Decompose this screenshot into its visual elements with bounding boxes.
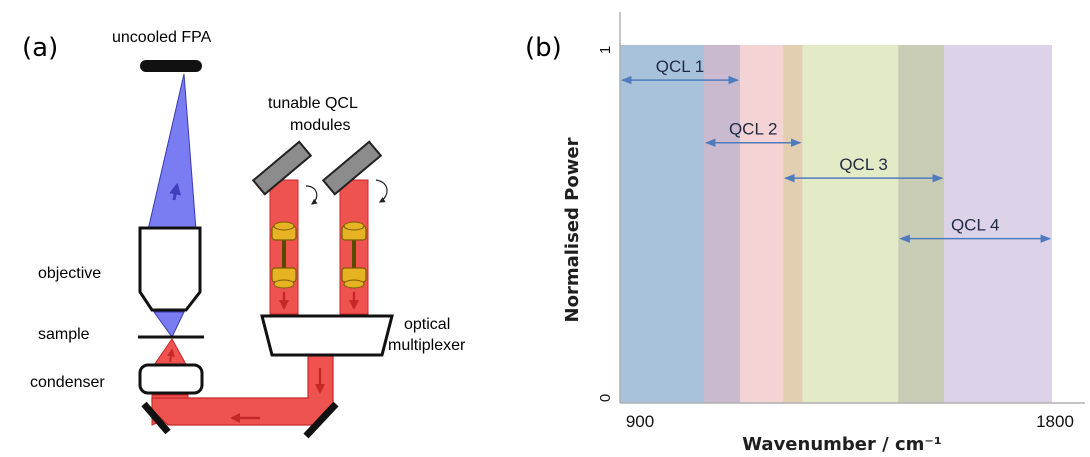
visible-beam-arrow xyxy=(169,182,182,201)
ir-beam-focus-arrow xyxy=(167,348,175,363)
x-tick-900: 900 xyxy=(626,412,654,431)
qcl-grating-left xyxy=(251,140,313,196)
qcl-range-label-1: QCL 1 xyxy=(656,57,705,76)
qcl-lens-pair-left xyxy=(271,221,297,289)
qcl-range-label-3: QCL 3 xyxy=(839,155,888,174)
rotate-icon-right xyxy=(375,179,388,203)
visible-beam-upper xyxy=(147,73,197,231)
qcl-overlap-2 xyxy=(783,45,803,403)
panel-a-label: (a) xyxy=(22,33,58,63)
multiplexer-label-line1: optical xyxy=(404,316,450,333)
condenser-label: condenser xyxy=(30,374,105,391)
visible-beam-lower xyxy=(153,311,185,338)
x-axis-title: Wavenumber / cm⁻¹ xyxy=(742,434,942,455)
qcl-modules-label-line1: tunable QCL xyxy=(268,95,358,112)
panel-b: (b) QCL 1 QCL 2 QCL 3 QCL 4 1 0 900 1800 Wa… xyxy=(525,12,1085,455)
x-tick-1800: 1800 xyxy=(1036,412,1074,431)
optical-multiplexer xyxy=(260,314,394,357)
panel-a: (a) uncooled FPA objective sample conden… xyxy=(22,29,466,439)
y-axis-title: Normalised Power xyxy=(562,137,583,322)
fpa-label: uncooled FPA xyxy=(112,29,212,46)
objective-lens xyxy=(138,226,202,312)
qcl-grating-right xyxy=(321,140,383,196)
fold-mirror-right xyxy=(303,401,339,439)
qcl-range-label-4: QCL 4 xyxy=(951,216,1000,235)
y-tick-0: 0 xyxy=(597,394,614,402)
objective-label: objective xyxy=(38,265,101,282)
multiplexer-label-line2: multiplexer xyxy=(388,337,466,354)
qcl-range-label-2: QCL 2 xyxy=(729,120,778,139)
fpa-detector xyxy=(140,60,202,72)
qcl-modules-label-line2: modules xyxy=(290,117,350,134)
qcl-overlap-3 xyxy=(898,45,944,403)
qcl-lens-pair-right xyxy=(341,221,367,289)
sample-label: sample xyxy=(38,326,90,343)
panel-b-label: (b) xyxy=(525,33,562,63)
qcl-overlap-1 xyxy=(704,45,740,403)
condenser-lens xyxy=(138,363,204,395)
spectral-coverage-chart: QCL 1 QCL 2 QCL 3 QCL 4 xyxy=(620,45,1052,403)
fold-mirror-left xyxy=(141,401,171,435)
y-tick-1: 1 xyxy=(597,46,614,54)
rotate-icon-left xyxy=(305,185,318,205)
